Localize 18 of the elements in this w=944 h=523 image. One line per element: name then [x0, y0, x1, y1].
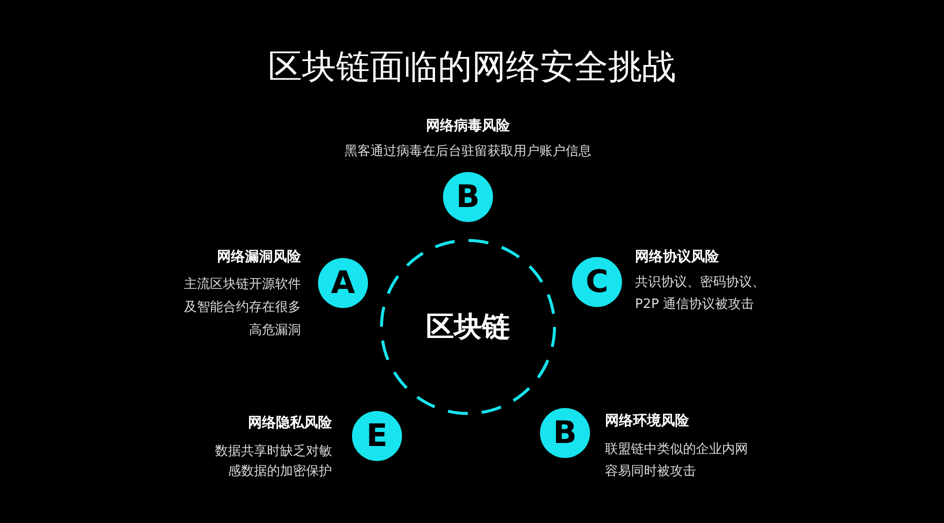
dashed-circle — [380, 239, 556, 415]
letter-circle: B — [443, 172, 493, 222]
risk-description: 共识协议、密码协议、P2P 通信协议被攻击 — [635, 274, 766, 314]
risk-heading: 网络漏洞风险 — [217, 248, 301, 267]
risk-heading: 网络环境风险 — [605, 412, 689, 431]
title: 区块链面临的网络安全挑战 — [268, 47, 676, 87]
risk-heading: 网络病毒风险 — [426, 117, 510, 136]
letter-circle: E — [352, 411, 402, 461]
risk-description: 联盟链中类似的企业内网容易同时被攻击 — [605, 441, 749, 481]
risk-description: 黑客通过病毒在后台驻留获取用户账户信息 — [344, 143, 592, 161]
risk-description: 主流区块链开源软件及智能合约存在很多高危漏洞 — [183, 276, 301, 340]
risk-heading: 网络隐私风险 — [248, 414, 332, 433]
risk-heading: 网络协议风险 — [635, 248, 719, 267]
hub-label: 区块链 — [426, 310, 510, 344]
letter-circle: B — [540, 408, 590, 458]
letter-circle: A — [318, 258, 368, 308]
risk-description: 数据共享时缺乏对敏感数据的加密保护 — [214, 443, 332, 481]
letter-circle: C — [572, 257, 622, 307]
